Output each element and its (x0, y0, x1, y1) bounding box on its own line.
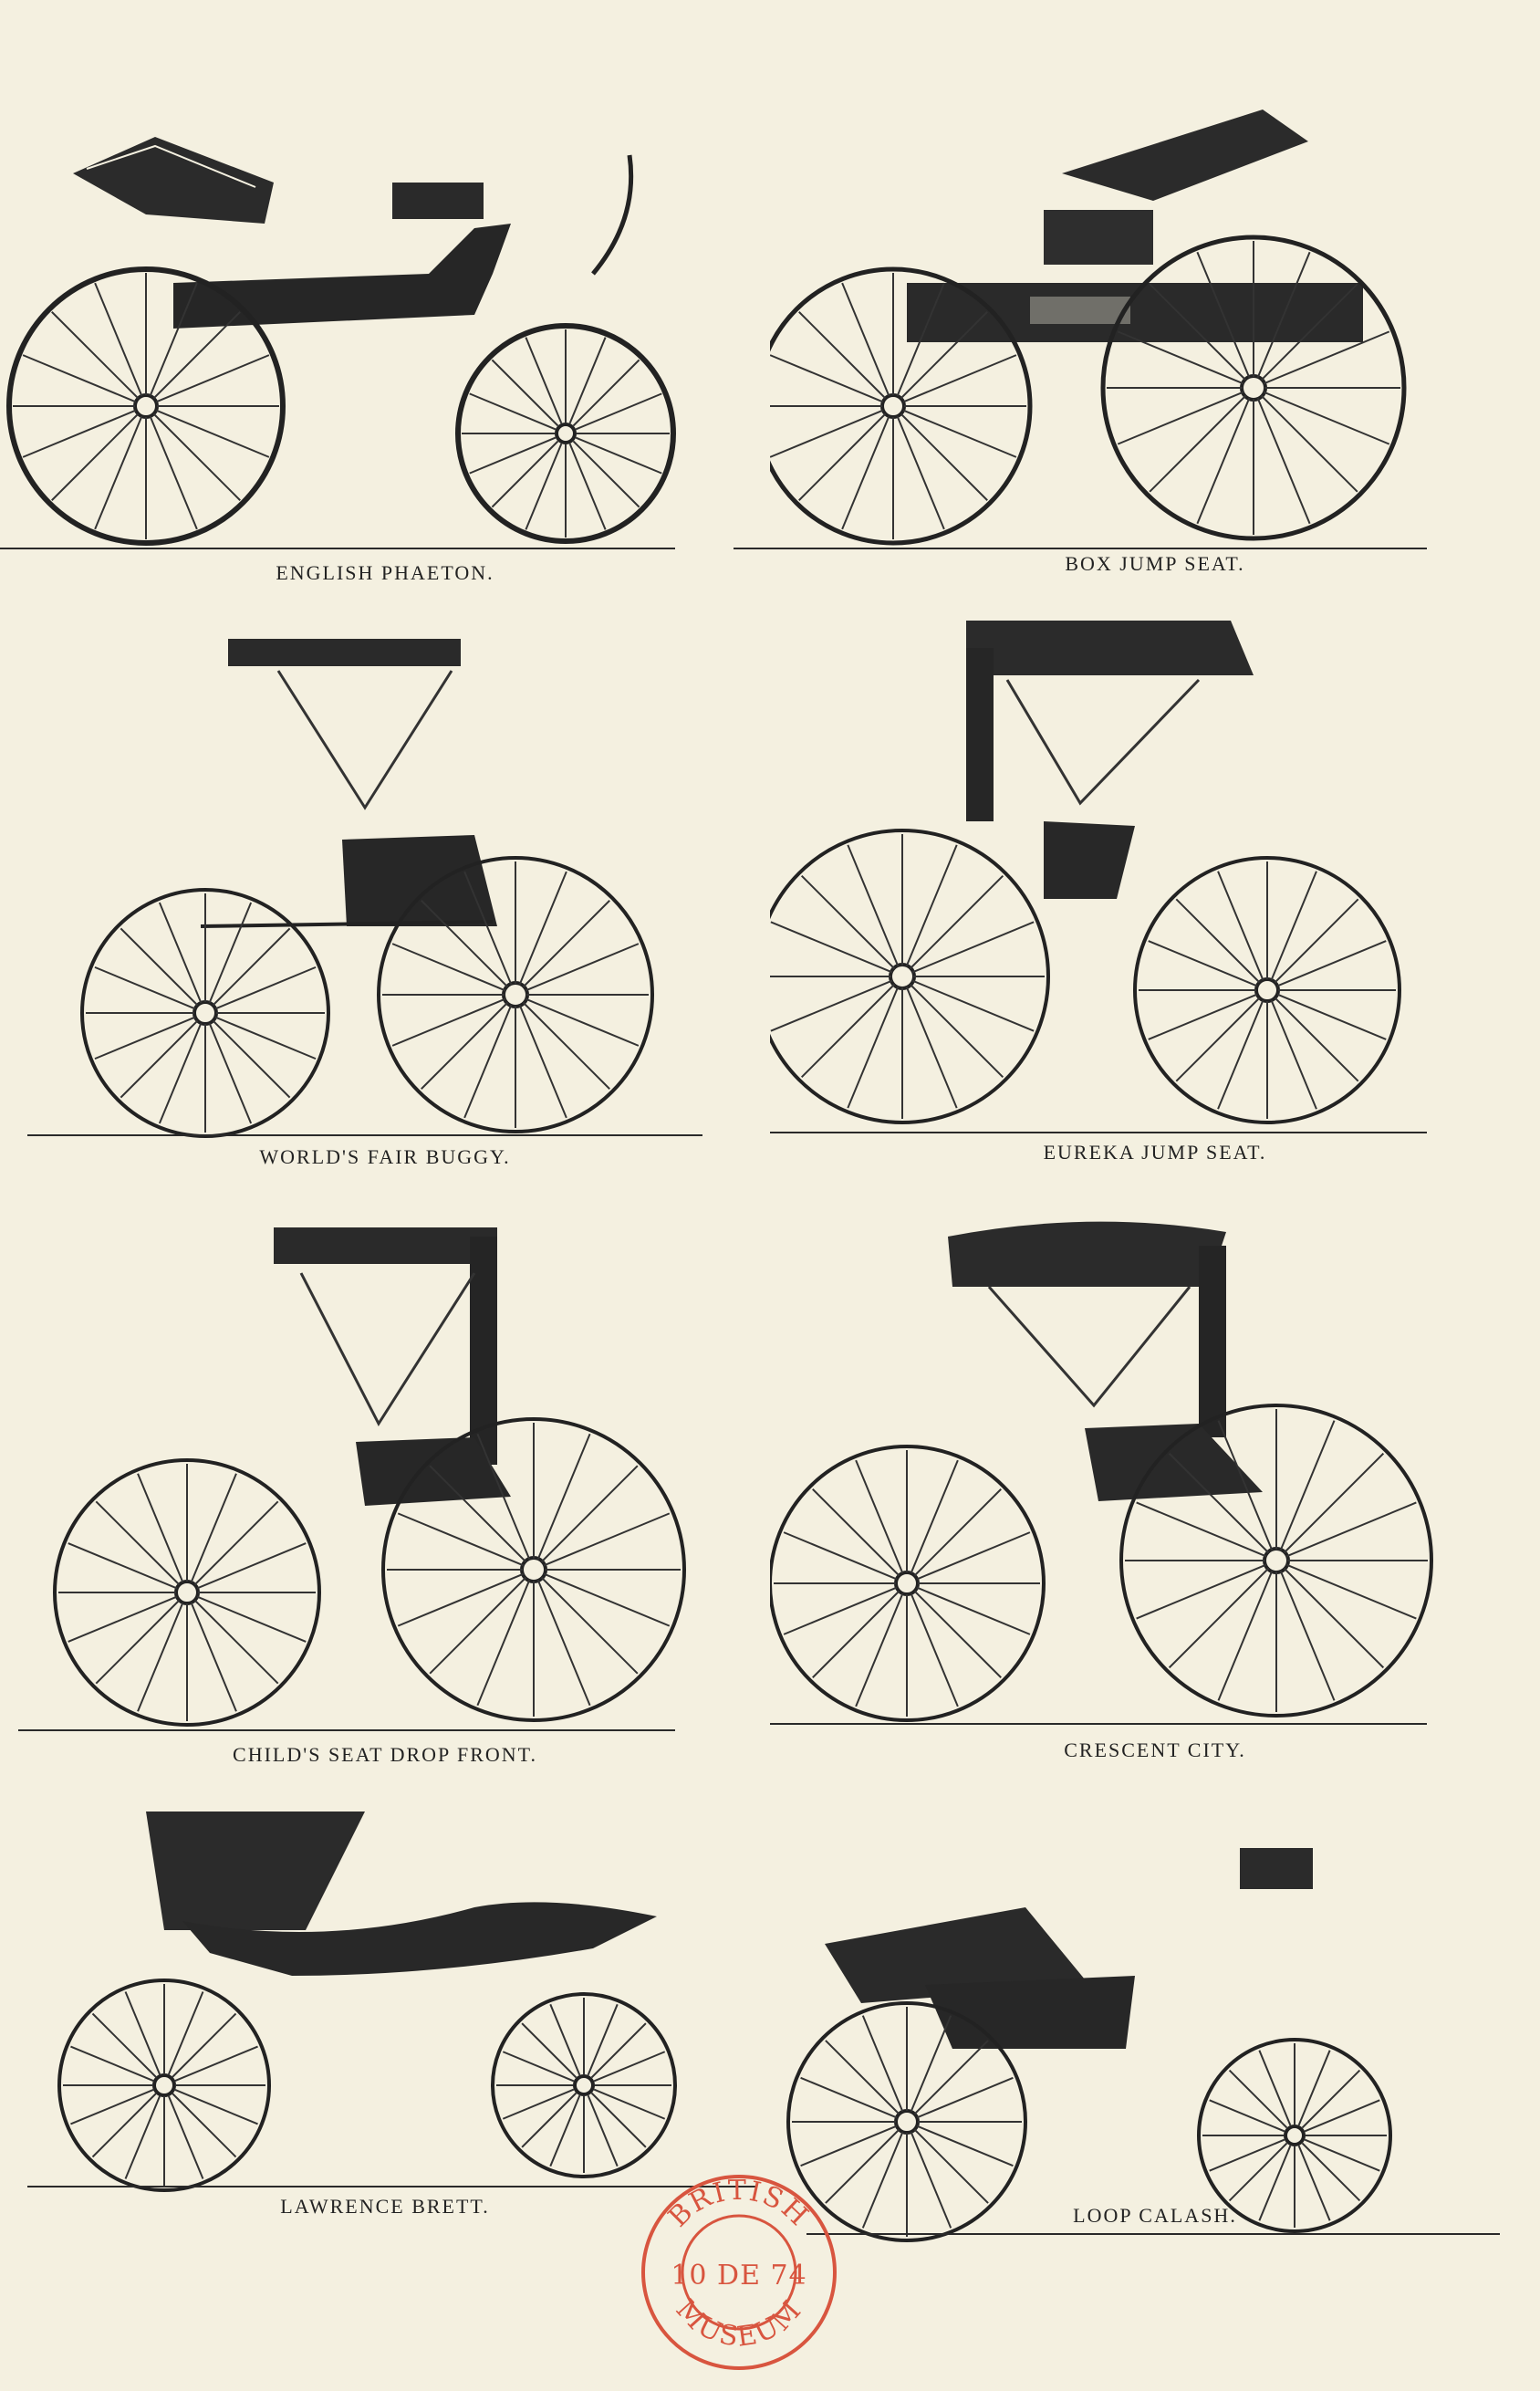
ground-line (806, 2233, 1500, 2235)
plate-loop-calash: LOOP CALASH. (770, 1793, 1540, 2391)
wheel-spokes (1125, 1409, 1428, 1712)
wheel-spokes (462, 329, 670, 538)
plate-crescent-city: CRESCENT CITY. (770, 1196, 1540, 1793)
wheel-spokes (58, 1464, 316, 1721)
svg-text:MUSEUM: MUSEUM (670, 2293, 809, 2353)
ground-line (770, 1132, 1427, 1133)
wheel-spokes (770, 834, 1045, 1119)
ground-line (27, 1134, 702, 1136)
plate-box-jump-seat: BOX JUMP SEAT. (734, 0, 1540, 598)
caption-eureka-jump-seat: EUREKA JUMP SEAT. (1043, 1141, 1267, 1164)
ground-line (27, 2186, 757, 2187)
wheel-spokes (770, 273, 1026, 539)
lawrence-brett-illustration (57, 1812, 677, 2192)
wheel-spokes (382, 861, 649, 1128)
eureka-jump-seat-illustration (770, 621, 1401, 1124)
wheel-spokes (387, 1423, 681, 1717)
plate-childs-seat-drop-front: CHILD'S SEAT DROP FRONT. (0, 1196, 770, 1793)
svg-text:BRITISH: BRITISH (662, 2175, 816, 2234)
plate-lawrence-brett: LAWRENCE BRETT. (0, 1793, 770, 2391)
wheel-spokes (1139, 861, 1396, 1119)
caption-loop-calash: LOOP CALASH. (1073, 2204, 1237, 2227)
wheel-spokes (792, 2007, 1022, 2237)
british-museum-stamp: BRITISH MUSEUM 10 DE 74 (639, 2172, 839, 2373)
childs-seat-drop-front-illustration (53, 1227, 686, 1727)
caption-worlds-fair-buggy: WORLD'S FAIR BUGGY. (259, 1145, 511, 1168)
ground-line (734, 548, 1427, 549)
stamp-date: 10 DE 74 (671, 2260, 807, 2292)
wheel-spokes (774, 1450, 1040, 1717)
plate-worlds-fair-buggy: WORLD'S FAIR BUGGY. (0, 598, 770, 1196)
wheel-spokes (1202, 2043, 1387, 2228)
box-jump-seat-illustration (770, 110, 1407, 546)
stamp-seal-icon: BRITISH MUSEUM (641, 2175, 837, 2370)
wheel-spokes (63, 1984, 265, 2187)
loop-calash-illustration (786, 1848, 1392, 2242)
wheel-spokes (13, 273, 279, 539)
ground-line (770, 1723, 1427, 1725)
ground-line (0, 548, 675, 549)
wheel-spokes (1107, 241, 1400, 535)
caption-english-phaeton: ENGLISH PHAETON. (276, 561, 494, 584)
crescent-city-illustration (770, 1221, 1433, 1722)
ground-line (18, 1729, 675, 1731)
caption-lawrence-brett: LAWRENCE BRETT. (280, 2195, 490, 2218)
worlds-fair-buggy-illustration (80, 639, 654, 1138)
caption-crescent-city: CRESCENT CITY. (1064, 1738, 1246, 1761)
caption-childs-seat-drop-front: CHILD'S SEAT DROP FRONT. (233, 1743, 537, 1766)
plate-eureka-jump-seat: EUREKA JUMP SEAT. (770, 598, 1540, 1196)
english-phaeton-illustration (6, 137, 676, 546)
wheel-spokes (496, 1998, 671, 2173)
plate-english-phaeton: ENGLISH PHAETON. (0, 0, 770, 598)
caption-box-jump-seat: BOX JUMP SEAT. (1065, 552, 1245, 575)
wheel-spokes (86, 893, 325, 1133)
